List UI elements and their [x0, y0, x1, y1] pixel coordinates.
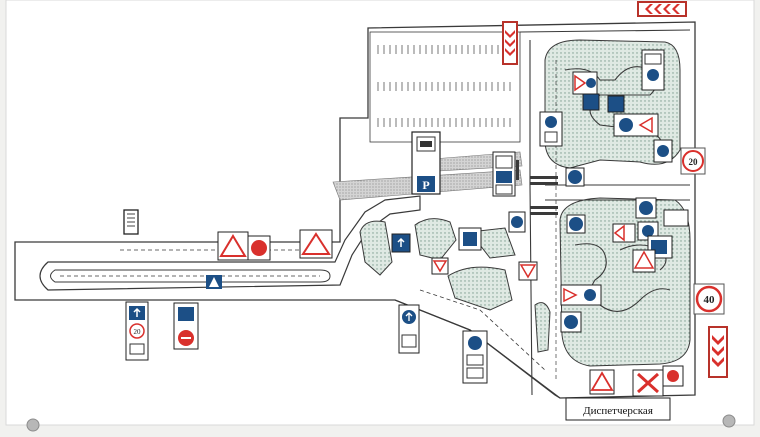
- screw-icon: [722, 414, 736, 428]
- sign-cluster-lower-right: [560, 197, 689, 387]
- lower-road: [394, 299, 561, 399]
- direction-sign: [458, 227, 482, 251]
- yield-sign: [431, 257, 449, 275]
- direction-sign: [398, 304, 420, 354]
- chevron-sign: [502, 21, 518, 65]
- dispatcher-label: Диспетчерская: [583, 405, 653, 417]
- svg-text:20: 20: [689, 157, 699, 167]
- chevron-sign: [708, 326, 728, 378]
- sign-cluster-upper-right: [539, 49, 673, 163]
- barrier-sign: [123, 209, 139, 235]
- warning-sign-group: [217, 229, 333, 261]
- sign-post-left: 20: [125, 301, 149, 361]
- parking-letter: P: [422, 178, 429, 192]
- parking-sign: P: [411, 131, 441, 195]
- chevron-sign: [637, 1, 687, 17]
- railway-crossing-sign: [589, 369, 664, 397]
- sign-post-left: [173, 302, 199, 350]
- svg-text:20: 20: [134, 328, 142, 336]
- pedestrian-crossing-sign: [206, 275, 222, 289]
- sign-cluster-top: [492, 151, 586, 234]
- lower-road: [419, 289, 546, 371]
- dispatcher-box: Диспетчерская: [565, 397, 671, 421]
- screw-icon: [26, 418, 40, 432]
- speed-limit-sign-20: 20: [680, 147, 706, 175]
- svg-text:40: 40: [704, 294, 716, 306]
- oval-track: [39, 195, 421, 291]
- direction-sign: [462, 330, 488, 384]
- territory-outline: [14, 21, 696, 399]
- yield-sign: [518, 261, 538, 281]
- direction-sign: [391, 233, 411, 253]
- speed-limit-sign-40: 40: [693, 283, 725, 315]
- parking-area: [369, 31, 521, 143]
